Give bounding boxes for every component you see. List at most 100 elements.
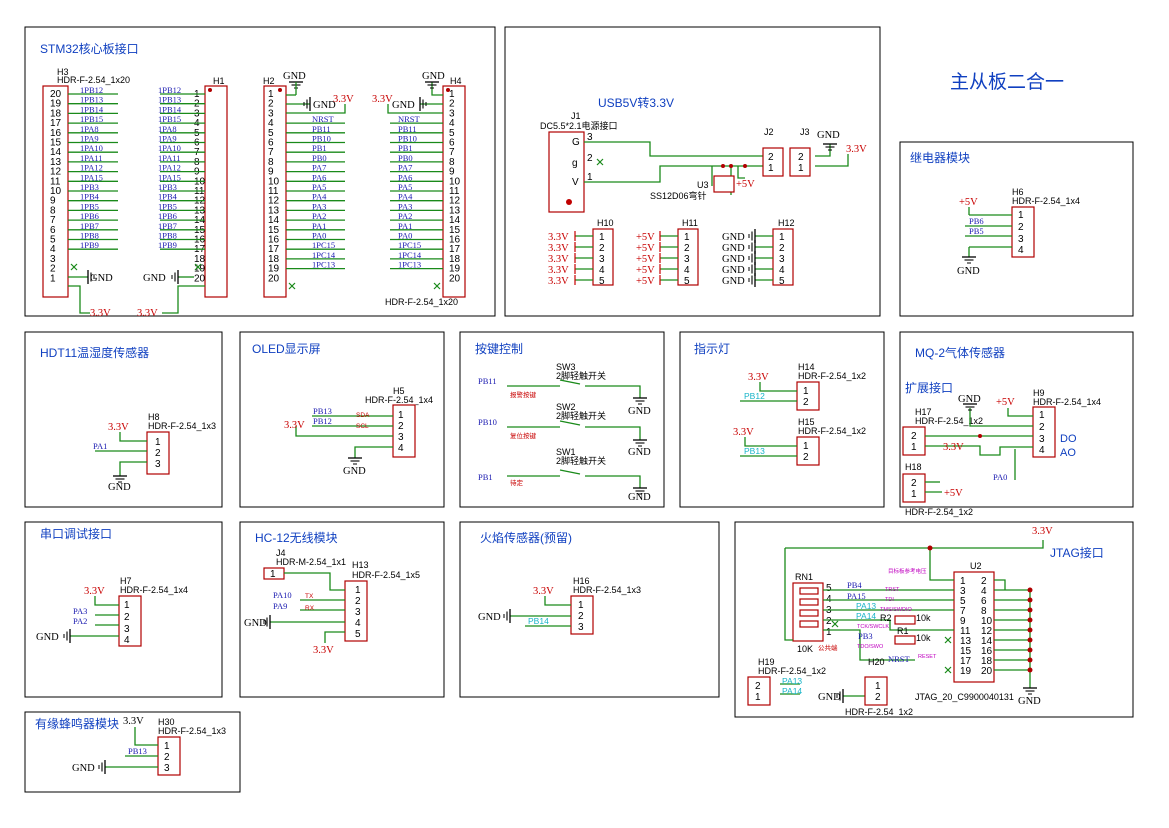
u3-body bbox=[713, 175, 735, 193]
net-label: NRST bbox=[312, 114, 335, 124]
net-label: PA3 bbox=[312, 201, 326, 211]
h3-ref: H3 bbox=[57, 67, 69, 77]
dht-v33: 3.3V bbox=[108, 422, 129, 433]
h18-ref: H18 bbox=[905, 462, 922, 472]
svg-text:1: 1 bbox=[1039, 410, 1045, 421]
h15-ref: H15 bbox=[798, 417, 815, 427]
stm32-power-wiring bbox=[68, 81, 443, 314]
hc12-gnd: GND bbox=[244, 618, 267, 629]
net-label: PA2 bbox=[398, 211, 412, 221]
pin-number: 13 bbox=[960, 636, 972, 647]
relay-net-pb6: PB6 bbox=[969, 216, 984, 226]
h15-value: HDR-F-2.54_1x2 bbox=[798, 426, 866, 436]
sw2-value: 2脚轻触开关 bbox=[556, 410, 606, 421]
h12-ref: H12 bbox=[778, 218, 795, 228]
pin-number: 7 bbox=[960, 606, 966, 617]
pin-number: 13 bbox=[268, 205, 280, 216]
usb-wiring bbox=[584, 141, 849, 195]
led-net-pb12: PB12 bbox=[744, 391, 765, 401]
h2-ref: H2 bbox=[263, 76, 275, 86]
sw3-note: 报警按键 bbox=[510, 390, 537, 399]
svg-text:5: 5 bbox=[355, 629, 361, 640]
svg-text:2: 2 bbox=[124, 612, 130, 623]
key-net-pb10: PB10 bbox=[478, 417, 497, 427]
svg-text:1: 1 bbox=[911, 489, 917, 500]
pin-number: 1 bbox=[50, 273, 56, 284]
h1-net-labels: 1PB121PB131PB141PB151PA81PA91PA101PA111P… bbox=[158, 85, 205, 250]
net-label: PA1 bbox=[312, 221, 326, 231]
svg-text:2: 2 bbox=[398, 421, 404, 432]
pin-number: 20 bbox=[268, 273, 280, 284]
svg-text:4: 4 bbox=[1018, 245, 1024, 256]
net-label: PA2 bbox=[312, 211, 326, 221]
j1-pin2: 2 bbox=[587, 153, 593, 164]
relay-net-pb5: PB5 bbox=[969, 226, 984, 236]
svg-text:2: 2 bbox=[1018, 222, 1024, 233]
pin-number: 2 bbox=[981, 576, 987, 587]
led-net-pb13: PB13 bbox=[744, 446, 765, 456]
pin-number: 7 bbox=[50, 215, 56, 226]
frame-mq2 bbox=[899, 331, 1134, 508]
jtag-sig-tms: TMS/SWDIO bbox=[880, 607, 912, 613]
pin-number: 17 bbox=[268, 244, 280, 255]
pin-number: 2 bbox=[599, 243, 605, 254]
pin-number: 5 bbox=[779, 276, 785, 287]
pin-number: 4 bbox=[779, 265, 785, 276]
pin-number: 4 bbox=[981, 586, 987, 597]
h14-ref: H14 bbox=[798, 362, 815, 372]
net-label: PA7 bbox=[312, 163, 326, 173]
net-label: 1PA8 bbox=[158, 124, 177, 134]
net-label: 1PC13 bbox=[312, 260, 335, 270]
net-label: PA6 bbox=[398, 172, 412, 182]
stm32-gnd-6: GND bbox=[422, 71, 445, 82]
svg-text:2: 2 bbox=[803, 397, 809, 408]
h6-value: HDR-F-2.54_1x4 bbox=[1012, 196, 1080, 206]
svg-text:1: 1 bbox=[875, 681, 881, 692]
pin-number: 18 bbox=[449, 254, 461, 265]
sw3-value: 2脚轻触开关 bbox=[556, 370, 606, 381]
frame-uart bbox=[24, 521, 223, 698]
svg-text:4: 4 bbox=[398, 443, 404, 454]
svg-text:3: 3 bbox=[164, 763, 170, 774]
svg-text:2: 2 bbox=[911, 431, 917, 442]
pin-number: 14 bbox=[268, 215, 280, 226]
sw2-ref: SW2 bbox=[556, 402, 576, 412]
stm32-v33-1: 3.3V bbox=[90, 308, 111, 319]
pin-number: 10 bbox=[981, 616, 993, 627]
net-label: PA0 bbox=[398, 231, 412, 241]
pin-number: 11 bbox=[449, 186, 460, 197]
h13-ref: H13 bbox=[352, 560, 369, 570]
h30-ref: H30 bbox=[158, 717, 175, 727]
stm32-gnd-3: GND bbox=[283, 71, 306, 82]
net-label: 1PB15 bbox=[80, 114, 103, 124]
title-hc12: HC-12无线模块 bbox=[255, 531, 338, 545]
pin-number: 5 bbox=[960, 596, 966, 607]
h30-value: HDR-F-2.54_1x3 bbox=[158, 726, 226, 736]
dht-net-pa1: PA1 bbox=[93, 441, 107, 451]
fire-wiring bbox=[503, 596, 571, 627]
pin-number: 4 bbox=[268, 118, 274, 129]
svg-text:1: 1 bbox=[398, 410, 404, 421]
net-label: 1PA8 bbox=[80, 124, 99, 134]
pin-number: 15 bbox=[50, 138, 62, 149]
svg-text:2: 2 bbox=[1039, 422, 1045, 433]
power-label: +5V bbox=[636, 232, 655, 243]
jtag-net-pb3: PB3 bbox=[858, 631, 873, 641]
main-title: 主从板二合一 bbox=[950, 71, 1064, 93]
buzzer-v33: 3.3V bbox=[123, 716, 144, 727]
net-label: 1PC15 bbox=[398, 240, 421, 250]
frame-jtag bbox=[734, 521, 1134, 718]
pin-number: 15 bbox=[268, 225, 280, 236]
pin-number: 5 bbox=[268, 128, 274, 139]
usb-v33: 3.3V bbox=[846, 144, 867, 155]
net-label: 1PA10 bbox=[158, 143, 181, 153]
pin-number: 16 bbox=[50, 128, 62, 139]
pin-number: 5 bbox=[449, 128, 455, 139]
pin-number: 12 bbox=[50, 167, 62, 178]
r2-value: 10k bbox=[916, 613, 931, 623]
net-label: PB0 bbox=[398, 153, 413, 163]
net-label: PA5 bbox=[312, 182, 326, 192]
